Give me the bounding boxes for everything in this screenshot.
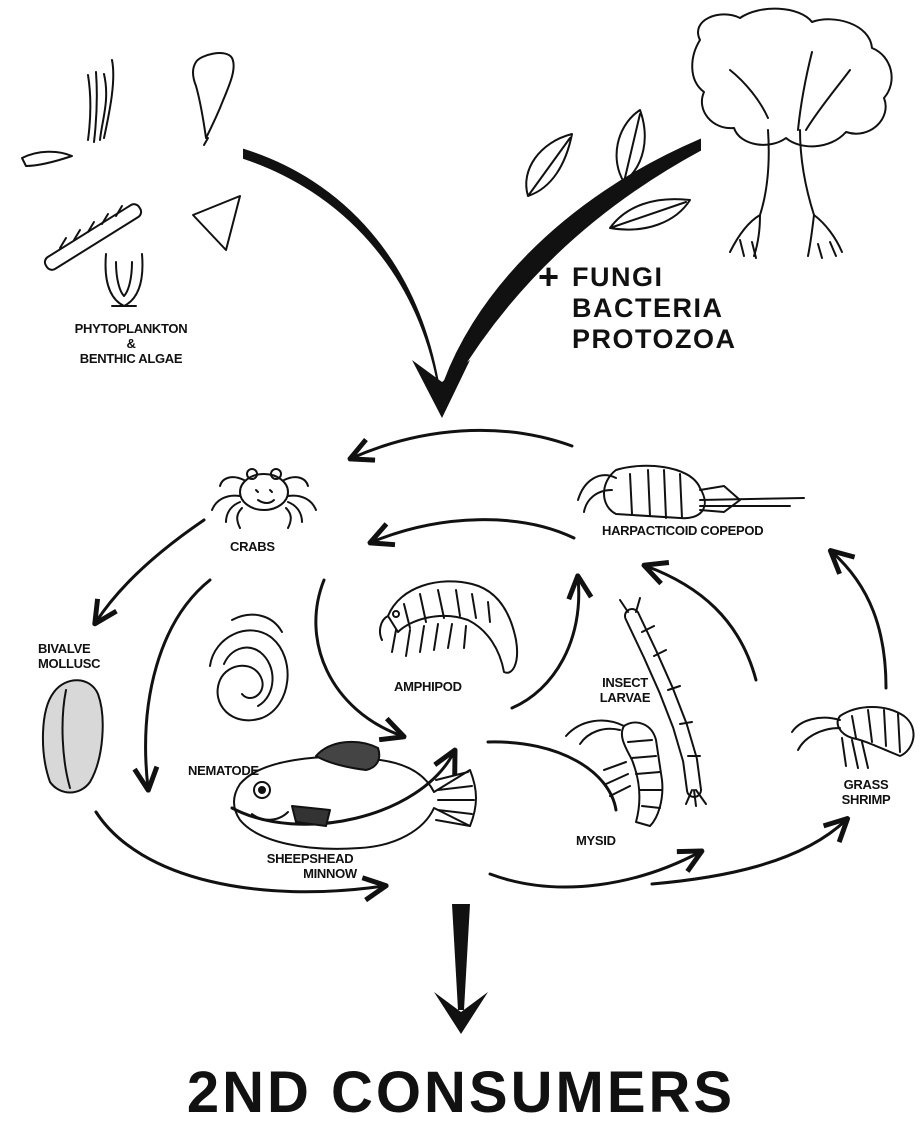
sheepshead-minnow-label: SHEEPSHEAD MINNOW (250, 852, 370, 882)
sheepshead-label-line2: MINNOW (250, 867, 370, 882)
consumers-down-arrow (434, 904, 488, 1034)
crab-illustration (212, 469, 316, 528)
insect-label-line1: INSECT (590, 676, 660, 691)
insect-label-line2: LARVAE (590, 691, 660, 706)
amphipod-label: AMPHIPOD (394, 680, 462, 695)
phytoplankton-label-line1: PHYTOPLANKTON (56, 322, 206, 337)
harpacticoid-copepod-label: HARPACTICOID COPEPOD (602, 524, 763, 539)
second-consumers-title: 2ND CONSUMERS (0, 1060, 922, 1127)
bivalve-label-line2: MOLLUSC (38, 657, 100, 672)
producer-arrowhead (412, 360, 470, 418)
protozoa-label: PROTOZOA (572, 324, 737, 355)
bivalve-label-line1: BIVALVE (38, 642, 100, 657)
grass-shrimp-illustration (792, 707, 914, 768)
grass-label-line2: SHRIMP (828, 793, 904, 808)
decomposers-label: FUNGI BACTERIA PROTOZOA (572, 262, 737, 355)
nematode-label: NEMATODE (188, 764, 259, 779)
grass-label-line1: GRASS (828, 778, 904, 793)
mysid-illustration (566, 721, 662, 826)
grass-shrimp-label: GRASS SHRIMP (828, 778, 904, 808)
fungi-label: FUNGI (572, 262, 737, 293)
nematode-illustration (210, 615, 288, 721)
mysid-label: MYSID (576, 834, 616, 849)
phytoplankton-label: PHYTOPLANKTON & BENTHIC ALGAE (56, 322, 206, 367)
phytoplankton-label-line3: BENTHIC ALGAE (56, 352, 206, 367)
bacteria-label: BACTERIA (572, 293, 737, 324)
amphipod-illustration (380, 581, 517, 672)
decomposers-plus: + (538, 256, 561, 297)
insect-larvae-label: INSECT LARVAE (590, 676, 660, 706)
phytoplankton-label-line2: & (56, 337, 206, 352)
harpacticoid-copepod-illustration (578, 466, 804, 518)
sheepshead-minnow-illustration (234, 742, 476, 849)
phytoplankton-illustration (22, 53, 240, 306)
bivalve-mollusc-label: BIVALVE MOLLUSC (38, 642, 100, 672)
crabs-label: CRABS (230, 540, 275, 555)
sheepshead-label-line1: SHEEPSHEAD (250, 852, 370, 867)
bivalve-mollusc-illustration (43, 680, 103, 792)
